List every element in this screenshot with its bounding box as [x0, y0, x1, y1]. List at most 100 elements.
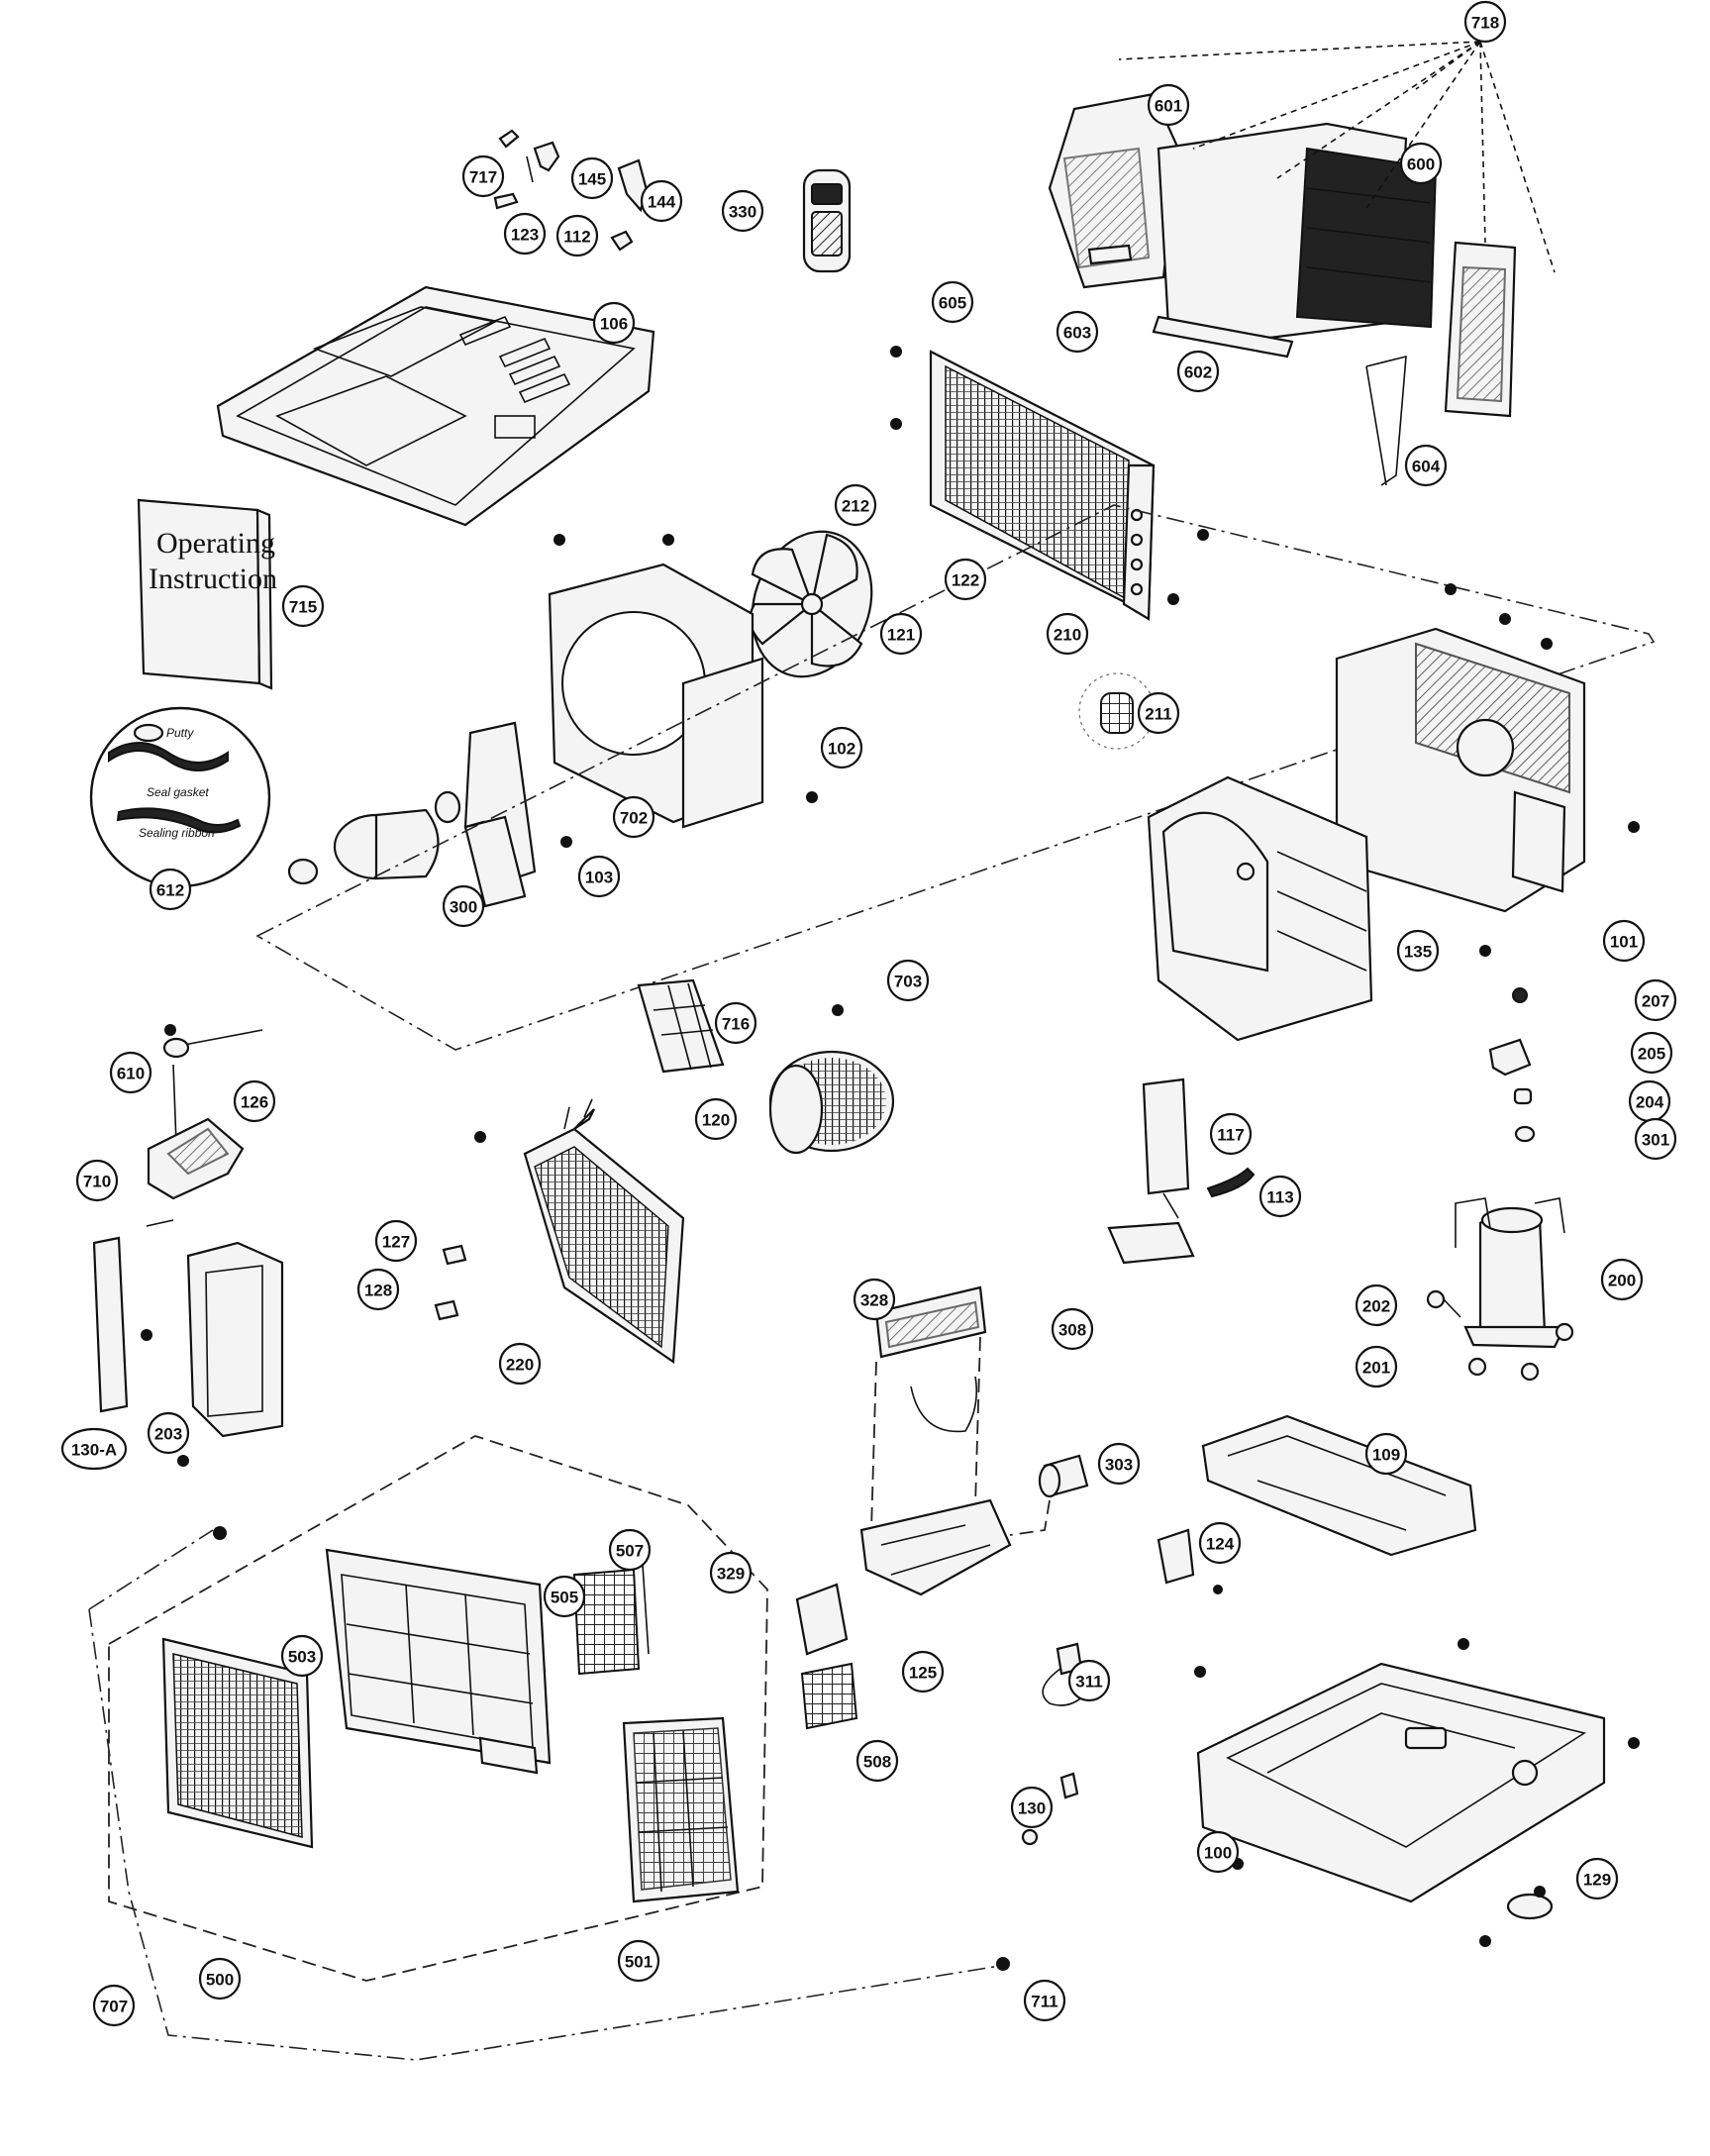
callout-label: 145 — [578, 170, 606, 189]
callout-circle — [198, 1957, 242, 2001]
callout-label: 117 — [1217, 1126, 1244, 1145]
callout-circle — [149, 868, 192, 911]
callout-label: 201 — [1362, 1359, 1390, 1378]
callout-circle — [503, 212, 547, 256]
callout-label: 122 — [952, 571, 979, 590]
callout-label: 503 — [288, 1648, 316, 1667]
callout-label: 602 — [1184, 363, 1212, 382]
callout-label: 203 — [154, 1425, 182, 1444]
callout-711: 711 — [1023, 1979, 1066, 2022]
callout-circle — [233, 1079, 276, 1123]
callout-612: 612 — [149, 868, 192, 911]
callout-129: 129 — [1575, 1857, 1619, 1900]
callout-label: 715 — [289, 598, 317, 617]
callout-135: 135 — [1396, 929, 1440, 973]
callout-circle — [1630, 1031, 1673, 1075]
callout-label: 135 — [1404, 943, 1432, 962]
callout-label: 718 — [1471, 14, 1499, 33]
condenser-coil — [929, 350, 1156, 621]
callout-circle — [640, 179, 683, 223]
callout-label: 128 — [364, 1282, 392, 1300]
callout-205: 205 — [1630, 1031, 1673, 1075]
control-box-assembly — [92, 1219, 284, 1438]
callout-300: 300 — [442, 884, 485, 928]
callout-label: 204 — [1636, 1093, 1664, 1112]
callout-label: 301 — [1642, 1131, 1669, 1150]
callout-label: 103 — [585, 869, 613, 887]
callout-label: 113 — [1266, 1188, 1293, 1207]
callout-label: 120 — [702, 1111, 730, 1130]
callout-501: 501 — [617, 1939, 660, 1983]
callout-circle — [617, 1939, 660, 1983]
callout-label: 505 — [551, 1589, 578, 1607]
callout-circle — [461, 154, 505, 198]
callout-label: 707 — [100, 1998, 128, 2016]
callout-308: 308 — [1051, 1307, 1094, 1351]
callout-circle — [147, 1411, 190, 1455]
callout-113: 113 — [1258, 1175, 1302, 1218]
callout-label: 601 — [1155, 97, 1182, 116]
callout-label: 717 — [469, 168, 497, 187]
callout-label: 100 — [1204, 1844, 1232, 1863]
callout-508: 508 — [855, 1739, 899, 1783]
callout-label: 303 — [1105, 1456, 1133, 1475]
callout-703: 703 — [886, 959, 930, 1002]
remote-control — [802, 168, 852, 273]
kit-label-sealing-ribbon: Sealing ribbon — [139, 826, 215, 840]
callout-circle — [60, 1427, 128, 1471]
callout-202: 202 — [1355, 1283, 1398, 1327]
callout-716: 716 — [714, 1001, 757, 1045]
callout-label: 212 — [842, 497, 869, 516]
callout-label: 508 — [863, 1753, 891, 1772]
callout-123: 123 — [503, 212, 547, 256]
callout-label: 605 — [939, 294, 966, 313]
callout-718: 718 — [1463, 0, 1507, 44]
callout-circle — [1404, 444, 1448, 487]
callout-circle — [570, 156, 614, 200]
callout-label: 127 — [382, 1233, 410, 1252]
callout-label: 205 — [1638, 1045, 1665, 1064]
callout-label: 144 — [648, 193, 676, 212]
callout-203: 203 — [147, 1411, 190, 1455]
callout-212: 212 — [834, 483, 877, 527]
operating-instruction-booklet: Operating Instruction — [137, 498, 277, 690]
callout-circle — [820, 726, 863, 770]
front-assembly-outline — [88, 1529, 1001, 2061]
callout-circle — [1056, 310, 1099, 354]
callout-610: 610 — [109, 1051, 152, 1094]
callout-circle — [1023, 1979, 1066, 2022]
callout-circle — [1051, 1307, 1094, 1351]
callout-112: 112 — [555, 214, 599, 257]
callout-label: 604 — [1412, 458, 1441, 476]
callout-604: 604 — [1404, 444, 1448, 487]
callout-circle — [1575, 1857, 1619, 1900]
callout-label: 603 — [1063, 324, 1091, 343]
small-bracket — [1157, 1528, 1195, 1585]
thermostat-assembly — [147, 1029, 263, 1200]
evaporator-coil — [523, 1098, 685, 1364]
callout-207: 207 — [1634, 978, 1677, 1022]
callout-145: 145 — [570, 156, 614, 200]
callout-circle — [886, 959, 930, 1002]
callout-109: 109 — [1364, 1432, 1408, 1476]
callout-label: 129 — [1583, 1871, 1611, 1890]
callout-602: 602 — [1176, 350, 1220, 393]
callout-circle — [1010, 1786, 1054, 1829]
accessory-kit: Putty Seal gasket Sealing ribbon — [89, 706, 271, 888]
manual-title-line2: Instruction — [149, 563, 277, 595]
callout-label: 501 — [625, 1953, 653, 1972]
callout-circle — [374, 1219, 418, 1263]
callout-102: 102 — [820, 726, 863, 770]
callout-130: 130 — [1010, 1786, 1054, 1829]
rear-panel — [1335, 627, 1586, 913]
callout-label: 210 — [1054, 626, 1081, 645]
callout-label: 211 — [1145, 705, 1171, 724]
callout-circle — [834, 483, 877, 527]
callout-circle — [1355, 1345, 1398, 1388]
callout-144: 144 — [640, 179, 683, 223]
callout-circle — [1196, 1830, 1240, 1874]
blower-housing — [1147, 775, 1373, 1042]
callout-707: 707 — [92, 1984, 136, 2027]
